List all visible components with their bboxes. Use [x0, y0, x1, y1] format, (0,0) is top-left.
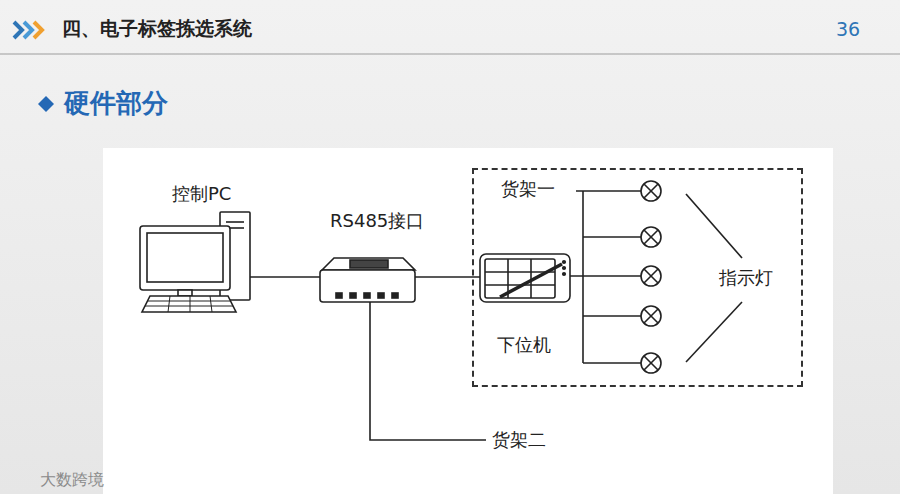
node-label: 控制PC — [172, 183, 231, 205]
indicator-label: 指示灯 — [719, 267, 773, 289]
lower-unit: 下位机 — [480, 254, 570, 302]
watermark: 大数跨境 — [40, 470, 104, 489]
lamp-cross — [644, 356, 658, 370]
lamp-cross — [644, 309, 658, 323]
lamp-cross — [644, 356, 658, 370]
lamp-cross — [644, 309, 658, 323]
connector-line — [415, 276, 480, 278]
lamp-symbol — [641, 353, 661, 373]
lamp-cross — [644, 230, 658, 244]
lamp-symbol — [641, 227, 661, 247]
lamp-symbol — [641, 181, 661, 201]
node-label: RS485接口 — [330, 210, 424, 232]
header-chevrons — [14, 22, 42, 38]
slide-title: 四、电子标签拣选系统 — [62, 17, 252, 40]
bullet-diamond — [38, 96, 54, 112]
node-label: 下位机 — [497, 334, 551, 356]
shelf-label: 货架二 — [492, 429, 546, 451]
pc-illustration — [140, 212, 250, 312]
page-number: 36 — [836, 18, 860, 41]
connector-line — [250, 276, 320, 278]
computer: 控制PC — [138, 210, 250, 312]
header-rule — [0, 53, 900, 55]
shelf-region: 货架一下位机 — [472, 168, 803, 387]
lamp-wiring — [570, 191, 641, 363]
lower-unit-illustration — [480, 254, 570, 302]
node-label: 货架一 — [501, 178, 555, 200]
lamp-symbol — [641, 266, 661, 286]
lamp-cross — [644, 269, 658, 283]
lamp-symbol — [641, 306, 661, 326]
rs485-illustration — [320, 258, 415, 302]
rs485-device: RS485接口 — [320, 258, 415, 302]
lamp-cross — [644, 184, 658, 198]
lamp-cross — [644, 184, 658, 198]
lamp-cross — [644, 230, 658, 244]
indicator-lamps — [641, 181, 661, 373]
lamp-cross — [644, 269, 658, 283]
section-heading: 硬件部分 — [64, 88, 168, 119]
white-panel — [103, 148, 833, 494]
shelf-two-wire — [370, 302, 486, 440]
